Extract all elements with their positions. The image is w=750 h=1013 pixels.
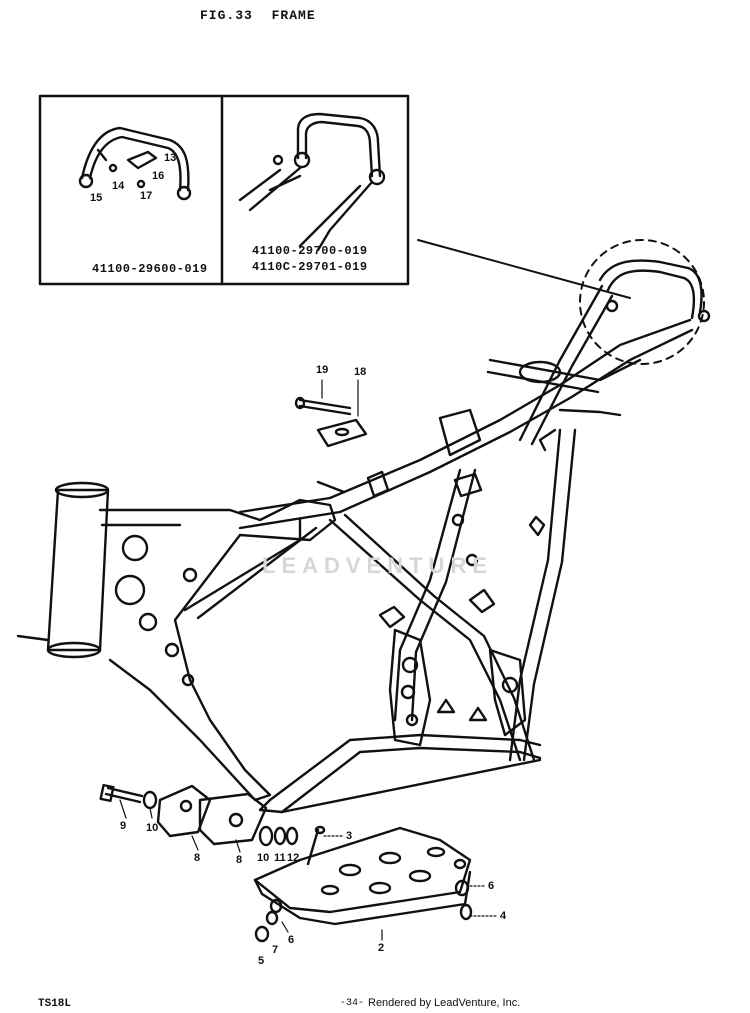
figure-title: FIG.33 FRAME	[200, 8, 326, 23]
skid-plate	[253, 826, 473, 943]
callout-18: 18	[354, 366, 367, 378]
callout-13: 13	[164, 152, 177, 164]
inset-left-part-number: 41100-29600-019	[92, 262, 208, 276]
callout-leaders	[119, 379, 497, 941]
engine-mount-hardware	[99, 783, 326, 866]
page-number: -34-	[340, 998, 365, 1009]
callout-4: 4	[500, 910, 507, 922]
callout-9: 9	[120, 820, 127, 832]
watermark: LEADVENTURE	[262, 553, 494, 578]
seat-bracket-parts	[294, 396, 368, 448]
callout-8-left: 8	[194, 852, 201, 864]
callout-17: 17	[140, 190, 153, 202]
callout-3: 3	[346, 830, 353, 842]
callout-14: 14	[112, 180, 125, 192]
model-code: TS18L	[38, 998, 72, 1010]
detail-circle	[579, 239, 705, 365]
callout-8-right: 8	[236, 854, 243, 866]
inset-right-part	[238, 112, 386, 252]
main-frame	[16, 259, 711, 814]
callout-11: 11	[274, 852, 286, 864]
callout-15: 15	[90, 192, 103, 204]
callout-5: 5	[258, 955, 265, 967]
callout-2: 2	[378, 942, 385, 954]
inset-leader-line	[417, 239, 631, 299]
callout-10-right: 10	[257, 852, 270, 864]
figure-name: FRAME	[271, 8, 316, 23]
callout-6-left: 6	[288, 934, 295, 946]
callout-12: 12	[287, 852, 300, 864]
figure-number: FIG.33	[200, 8, 253, 23]
callout-7: 7	[272, 944, 279, 956]
inset-right-part-number-2: 4110C-29701-019	[252, 260, 368, 274]
callout-19: 19	[316, 364, 329, 376]
callout-6-right: 6	[488, 880, 495, 892]
render-credit: Rendered by LeadVenture, Inc.	[368, 997, 521, 1009]
callout-10-left: 10	[146, 822, 159, 834]
inset-right-part-number-1: 41100-29700-019	[252, 244, 368, 258]
inset-left-part	[78, 126, 192, 201]
callout-16: 16	[152, 170, 165, 182]
inset-box	[38, 94, 410, 286]
